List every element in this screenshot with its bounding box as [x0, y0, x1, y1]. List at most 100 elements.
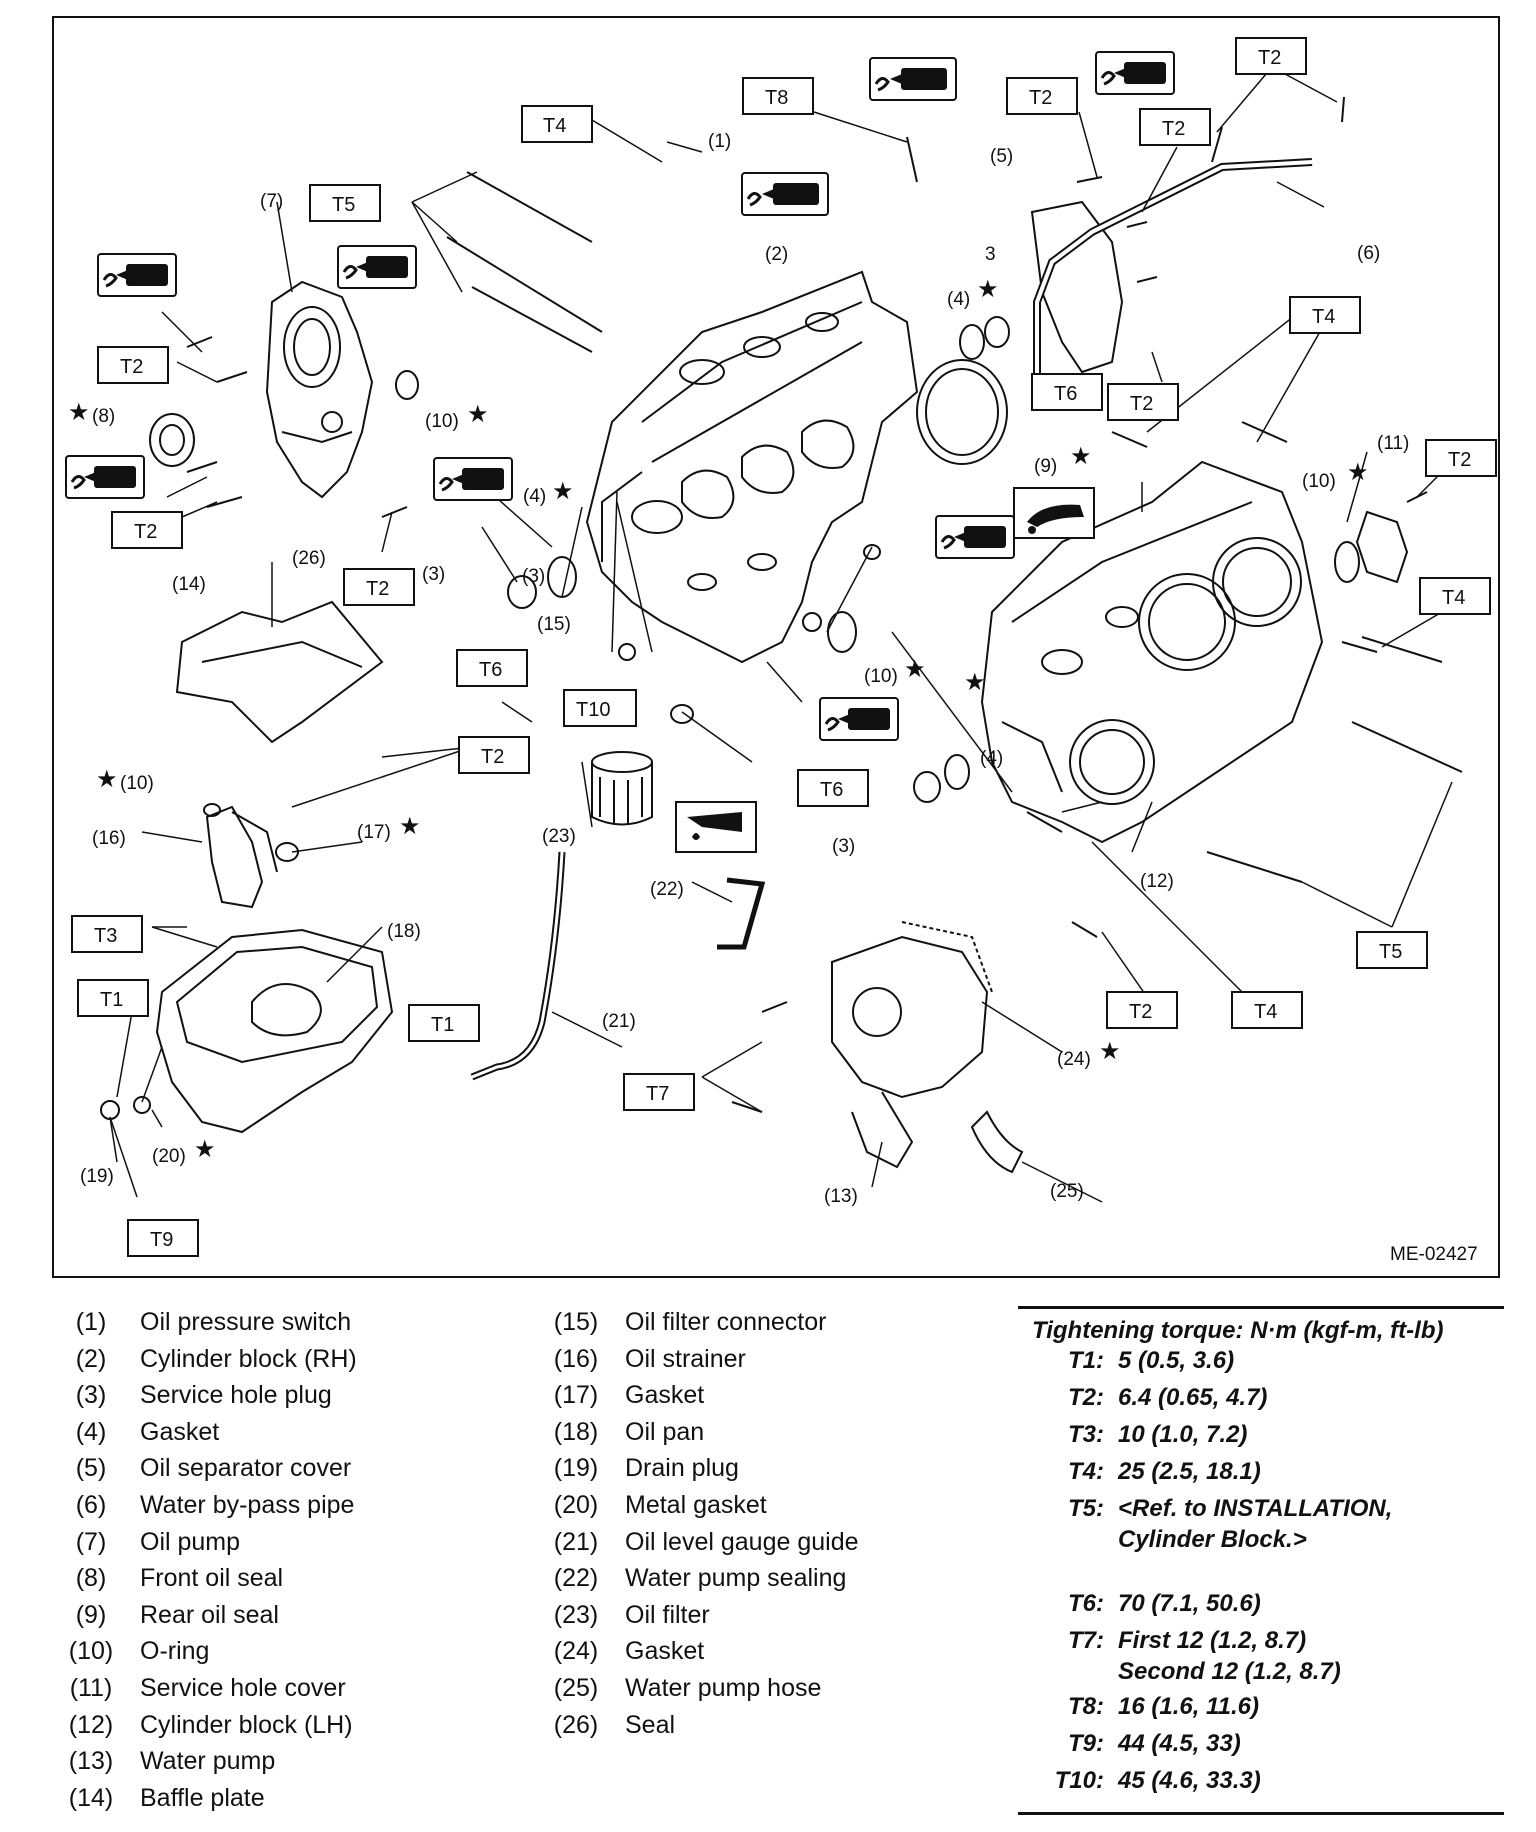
svg-text:(18): (18) — [387, 921, 421, 942]
svg-text:(4): (4) — [523, 486, 546, 507]
svg-text:(7): (7) — [260, 191, 283, 212]
svg-text:★: ★ — [904, 655, 926, 683]
legend-item-number: (3) — [75, 1381, 107, 1410]
torque-row: T8:16 (1.6, 11.6) — [1018, 1691, 1504, 1728]
legend-item: (17)Gasket — [545, 1377, 985, 1414]
legend-item: (19) Drain plug — [545, 1450, 985, 1487]
torque-value: 5 (0.5, 3.6) — [1118, 1347, 1235, 1374]
torque-row: T10:45 (4.6, 33.3) — [1018, 1765, 1504, 1802]
legend-item-number: (17) — [553, 1381, 599, 1410]
torque-row: T3:10 (1.0, 7.2) — [1018, 1419, 1504, 1456]
legend-item: (14)Baffle plate — [60, 1780, 500, 1817]
legend-item-number: (10) — [68, 1637, 114, 1666]
torque-row: T4: 25 (2.5, 18.1) — [1018, 1456, 1504, 1493]
svg-text:T4: T4 — [1312, 306, 1335, 328]
legend-item: (18)Oil pan — [545, 1414, 985, 1451]
svg-text:(4): (4) — [947, 289, 970, 310]
svg-text:T8: T8 — [765, 87, 788, 109]
oil-pan — [155, 928, 394, 1134]
callout-labels: (1) (2) 3 (4) (5) (6) (7) (8) (9) (10) (… — [80, 131, 1409, 1207]
legend-item-number: (19) — [553, 1454, 599, 1483]
svg-text:T6: T6 — [820, 779, 843, 801]
svg-text:(13): (13) — [824, 1186, 858, 1207]
legend-item-number: (26) — [553, 1710, 599, 1739]
gasket-24 — [901, 921, 993, 993]
svg-text:(10): (10) — [864, 666, 898, 687]
legend-item: (6)Water by-pass pipe — [60, 1487, 500, 1524]
legend-item-number: (5) — [75, 1454, 107, 1483]
svg-text:T10: T10 — [576, 699, 610, 721]
water-pump-sealing — [717, 877, 766, 950]
svg-text:T1: T1 — [431, 1014, 454, 1036]
legend-item-name: Gasket — [625, 1637, 705, 1666]
svg-text:T2: T2 — [134, 521, 157, 543]
legend-item-name: Oil level gauge guide — [625, 1527, 859, 1556]
svg-text:★: ★ — [68, 398, 90, 426]
legend-item-number: (7) — [75, 1527, 107, 1556]
svg-text:(11): (11) — [1377, 433, 1409, 454]
svg-text:(3): (3) — [422, 564, 445, 585]
legend-item-name: Cylinder block (LH) — [140, 1710, 353, 1739]
oil-strainer — [205, 805, 264, 909]
figure-code: ME-02427 — [1390, 1244, 1478, 1265]
svg-text:(14): (14) — [172, 574, 206, 595]
rear-oil-seal — [916, 359, 1008, 465]
legend-item-name: Front oil seal — [140, 1564, 284, 1593]
cylinder-block-rh — [585, 270, 919, 664]
svg-text:T2: T2 — [366, 578, 389, 600]
front-oil-seal — [149, 413, 195, 467]
svg-text:(22): (22) — [650, 879, 684, 900]
svg-text:(19): (19) — [80, 1166, 114, 1187]
svg-text:(1): (1) — [708, 131, 731, 152]
legend-item-name: Seal — [625, 1710, 676, 1739]
legend-item-name: Oil separator cover — [140, 1454, 352, 1483]
torque-key: T4: — [1068, 1458, 1104, 1485]
legend-item: (25)Water pump hose — [545, 1670, 985, 1707]
legend-item-number: (13) — [68, 1747, 114, 1776]
svg-text:(21): (21) — [602, 1011, 636, 1032]
torque-value: 25 (2.5, 18.1) — [1118, 1458, 1261, 1485]
torque-value: 44 (4.5, 33) — [1118, 1730, 1241, 1757]
torque-key: T6: — [1068, 1590, 1104, 1617]
torque-rows: T1:5 (0.5, 3.6)T2:6.4 (0.65, 4.7)T3:10 (… — [1018, 1345, 1504, 1802]
torque-row: T9:44 (4.5, 33) — [1018, 1728, 1504, 1765]
svg-text:(10): (10) — [425, 411, 459, 432]
legend-item-number: (25) — [553, 1673, 599, 1702]
legend-item: (9)Rear oil seal — [60, 1597, 500, 1634]
legend-item: (21)Oil level gauge guide — [545, 1524, 985, 1561]
torque-row: T1: 5 (0.5, 3.6) — [1018, 1345, 1504, 1382]
legend-item-name: Metal gasket — [625, 1490, 767, 1519]
svg-text:(24): (24) — [1057, 1049, 1091, 1070]
legend-item-name: Drain plug — [625, 1454, 739, 1483]
svg-text:T2: T2 — [1029, 87, 1052, 109]
svg-text:T2: T2 — [481, 746, 504, 768]
svg-text:★: ★ — [1347, 458, 1369, 486]
legend-item-number: (15) — [553, 1308, 599, 1336]
torque-value: <Ref. to INSTALLATION, Cylinder Block.> — [1118, 1495, 1393, 1553]
parts-legend-middle: (15)Oil filter connector(16)Oil strainer… — [545, 1304, 985, 1743]
legend-item-number: (8) — [75, 1564, 107, 1593]
torque-key: T1: — [1068, 1347, 1104, 1374]
torque-key: T10: — [1054, 1767, 1104, 1794]
drain-plug — [100, 1100, 120, 1120]
legend-item: (3)Service hole plug — [60, 1377, 500, 1414]
legend-item-name: Cylinder block (RH) — [140, 1344, 357, 1373]
service-hole-cover — [1355, 510, 1409, 584]
svg-text:(26): (26) — [292, 548, 326, 569]
metal-gasket — [133, 1096, 151, 1114]
torque-value: 16 (1.6, 11.6) — [1118, 1693, 1259, 1720]
torque-key: T7: — [1068, 1627, 1104, 1654]
torque-key: T5: — [1068, 1495, 1104, 1522]
svg-text:T4: T4 — [1254, 1001, 1277, 1023]
legend-item: (24)Gasket — [545, 1633, 985, 1670]
torque-title: Tightening torque: N·m (kgf-m, ft-lb) — [1018, 1306, 1504, 1345]
water-pump-hose — [970, 1110, 1024, 1174]
oil-filter — [591, 751, 653, 826]
svg-text:★: ★ — [194, 1135, 216, 1163]
legend-item-name: Rear oil seal — [140, 1600, 279, 1629]
legend-item-name: Oil pan — [625, 1417, 705, 1446]
svg-text:(20): (20) — [152, 1146, 186, 1167]
legend-item-name: Gasket — [140, 1417, 220, 1446]
oil-separator-cover — [1030, 200, 1124, 374]
legend-item-number: (12) — [68, 1710, 114, 1739]
